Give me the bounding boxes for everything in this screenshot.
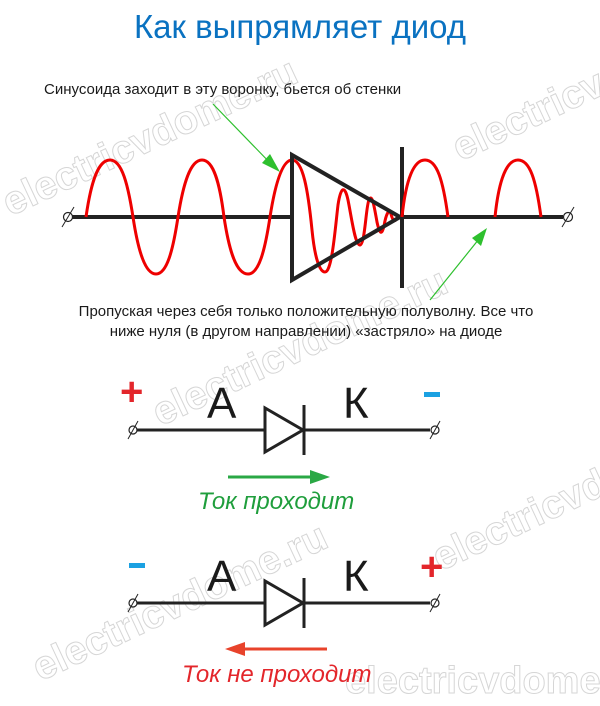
- polarity-minus: [129, 563, 145, 568]
- reverse-diode-diagram: [127, 578, 441, 656]
- diode-symbol-icon: [263, 578, 306, 628]
- polarity-minus: [424, 392, 440, 397]
- output-half-wave: [400, 158, 450, 218]
- polarity-plus: +: [420, 545, 444, 589]
- output-half-wave: [493, 158, 543, 218]
- terminal-circle-slash-icon: [429, 593, 441, 613]
- anode-label: А: [207, 552, 237, 601]
- forward-diode-diagram: [127, 405, 441, 484]
- cathode-label: К: [343, 379, 369, 428]
- pointer-arrow-halfwave: [429, 233, 484, 301]
- funnel-caption: Синусоида заходит в эту воронку, бьется …: [44, 81, 402, 98]
- arrow-head-icon: [472, 228, 487, 246]
- arrow-head-icon: [262, 154, 280, 172]
- halfwave-caption-line-2: ниже нуля (в другом направлении) «застря…: [109, 323, 503, 340]
- terminal-circle-slash-icon: [429, 420, 441, 440]
- diode-symbol-icon: [290, 151, 404, 284]
- halfwave-caption: Пропуская через себя только положительну…: [0, 302, 600, 342]
- polarity-plus: +: [120, 370, 144, 414]
- terminal-circle-slash-icon: [127, 593, 139, 613]
- pointer-arrow-funnel: [212, 103, 276, 169]
- page-title: Как выпрямляет диод: [133, 8, 467, 45]
- input-sine-wave: [84, 158, 401, 276]
- halfwave-caption-line-1: Пропуская через себя только положительну…: [78, 303, 534, 320]
- arrow-right-icon: [310, 470, 330, 484]
- diode-symbol-icon: [263, 405, 306, 455]
- terminal-circle-slash-icon: [561, 206, 575, 228]
- current-flows-status: Ток проходит: [198, 488, 355, 515]
- terminal-circle-slash-icon: [127, 420, 139, 440]
- anode-label: А: [207, 379, 237, 428]
- arrow-left-icon: [225, 642, 245, 656]
- cathode-label: К: [343, 552, 369, 601]
- current-blocked-status: Ток не проходит: [182, 661, 372, 688]
- terminal-circle-slash-icon: [61, 206, 75, 228]
- rectifier-diagram: [61, 103, 575, 301]
